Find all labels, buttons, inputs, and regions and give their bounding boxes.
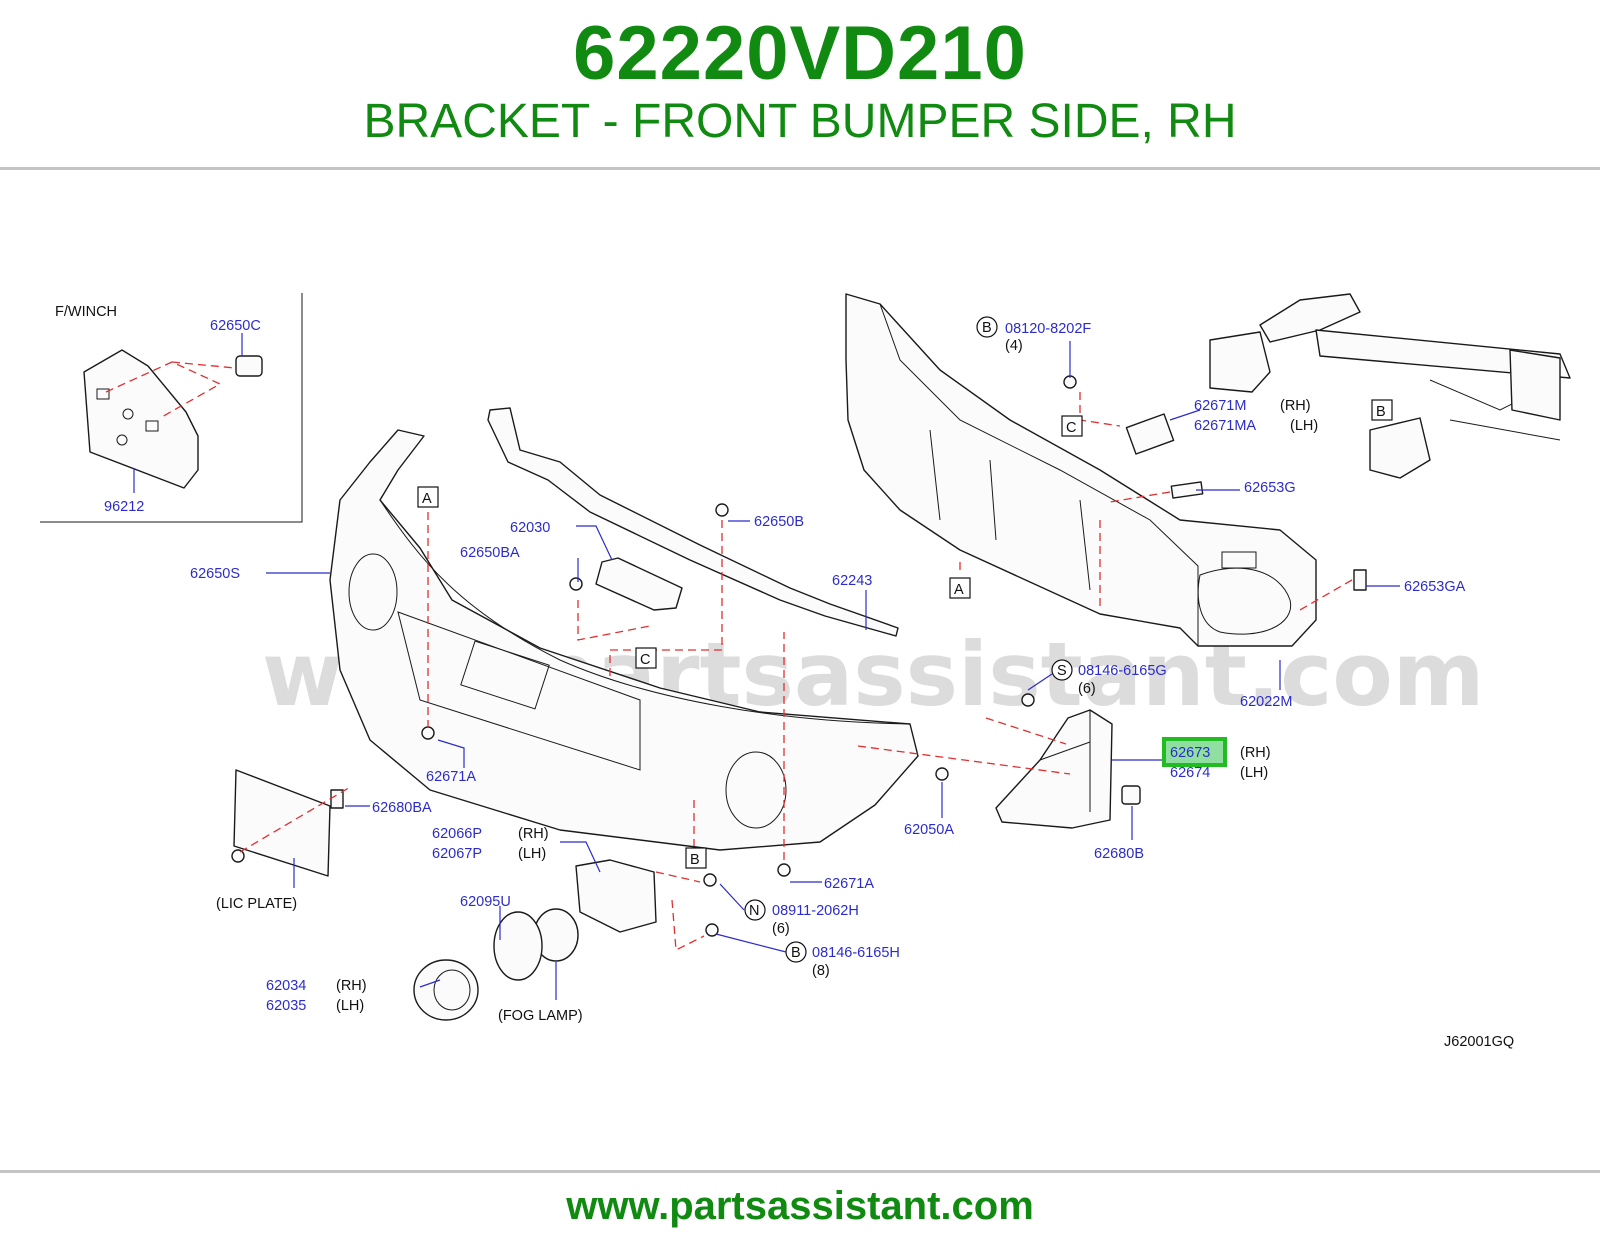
license-plate-shape xyxy=(233,769,331,877)
callout-62034[interactable]: 62034 xyxy=(266,978,306,994)
bracket-62030-shape xyxy=(595,557,683,611)
marker-A-1: A xyxy=(422,491,432,507)
callout-62650C[interactable]: 62650C xyxy=(210,318,261,334)
frame-bracket-left xyxy=(1209,331,1271,393)
footer-divider xyxy=(0,1170,1600,1173)
page-header: 62220VD210 BRACKET - FRONT BUMPER SIDE, … xyxy=(0,0,1600,170)
winch-inset: F/WINCH 62650C 96212 xyxy=(40,293,303,523)
callout-62671M[interactable]: 62671M xyxy=(1194,398,1246,414)
header-divider xyxy=(0,167,1600,170)
qty-08120: (4) xyxy=(1005,338,1023,354)
inset-title: F/WINCH xyxy=(55,304,117,320)
callout-08120-8202F[interactable]: 08120-8202F xyxy=(1005,321,1091,337)
fog-bezel-shape xyxy=(413,959,479,1021)
callout-08911-2062H[interactable]: 08911-2062H xyxy=(772,903,859,919)
side-lh-62671MA: (LH) xyxy=(1290,418,1318,434)
upper-retainer-shape xyxy=(487,407,899,637)
winch-plate-shape xyxy=(83,349,199,489)
winch-spacer-shape xyxy=(235,355,263,377)
side-rh-62066P: (RH) xyxy=(518,826,549,842)
callout-62680B[interactable]: 62680B xyxy=(1094,846,1144,862)
marker-C-1: C xyxy=(640,652,650,668)
fog-hole-left xyxy=(348,553,398,631)
bolts xyxy=(231,375,1077,937)
lower-grille xyxy=(397,611,641,771)
side-lh-62674: (LH) xyxy=(1240,765,1268,781)
bumper-fascia xyxy=(329,429,919,851)
marker-B-08120: B xyxy=(982,320,992,336)
side-rh-62673: (RH) xyxy=(1240,745,1271,761)
qty-08146H: (8) xyxy=(812,963,830,979)
callout-62650S[interactable]: 62650S xyxy=(190,566,240,582)
callout-62650BA[interactable]: 62650BA xyxy=(460,545,520,561)
side-bracket-62673-shape xyxy=(995,709,1113,829)
callout-62243[interactable]: 62243 xyxy=(832,573,872,589)
highlight-box-62673 xyxy=(1162,737,1227,767)
side-lh-62035: (LH) xyxy=(336,998,364,1014)
marker-S-08146G: S xyxy=(1057,663,1067,679)
callout-62095U[interactable]: 62095U xyxy=(460,894,511,910)
callout-62650B[interactable]: 62650B xyxy=(754,514,804,530)
fastener-markers: B S N B xyxy=(744,316,1073,963)
fog-bracket-shape xyxy=(575,859,657,933)
callout-62673[interactable]: 62673 xyxy=(1170,745,1210,761)
marker-N-08911: N xyxy=(749,903,759,919)
marker-B-1: B xyxy=(690,852,700,868)
callout-62680BA[interactable]: 62680BA xyxy=(372,800,432,816)
pad-62653G-shape xyxy=(1170,481,1204,499)
frame-bracket-right xyxy=(1369,417,1431,479)
callout-62671A-right[interactable]: 62671A xyxy=(824,876,874,892)
side-lh-62067P: (LH) xyxy=(518,846,546,862)
qty-08911: (6) xyxy=(772,921,790,937)
callout-62674[interactable]: 62674 xyxy=(1170,765,1210,781)
callout-62653G[interactable]: 62653G xyxy=(1244,480,1296,496)
callout-labels: 62650S 62650BA 62030 62650B 62243 62671A… xyxy=(190,321,1514,1050)
marker-A-2: A xyxy=(954,582,964,598)
fog-gasket-shape xyxy=(493,911,543,981)
pad-62653GA-shape xyxy=(1353,569,1367,591)
plate-mount xyxy=(460,640,550,710)
marker-B-2: B xyxy=(1376,404,1386,420)
callout-62067P[interactable]: 62067P xyxy=(432,846,482,862)
callout-96212[interactable]: 96212 xyxy=(104,499,144,515)
reinforcement-outline xyxy=(845,293,1317,647)
callout-08146-6165H[interactable]: 08146-6165H xyxy=(812,945,900,961)
note-fog-lamp: (FOG LAMP) xyxy=(498,1008,583,1024)
fascia-outline xyxy=(329,429,919,851)
callout-62671A-left[interactable]: 62671A xyxy=(426,769,476,785)
callout-62022M[interactable]: 62022M xyxy=(1240,694,1292,710)
callout-62671MA[interactable]: 62671MA xyxy=(1194,418,1256,434)
side-rh-62034: (RH) xyxy=(336,978,367,994)
callout-62066P[interactable]: 62066P xyxy=(432,826,482,842)
callout-62050A[interactable]: 62050A xyxy=(904,822,954,838)
qty-08146G: (6) xyxy=(1078,681,1096,697)
footer-url[interactable]: www.partsassistant.com xyxy=(566,1184,1034,1228)
callout-08146-6165G[interactable]: 08146-6165G xyxy=(1078,663,1167,679)
part-number-title: 62220VD210 xyxy=(573,11,1027,96)
diagram-code: J62001GQ xyxy=(1444,1034,1514,1050)
leader-lines xyxy=(266,341,1400,1000)
callout-62653GA[interactable]: 62653GA xyxy=(1404,579,1466,595)
clip-62680B-shape xyxy=(1121,785,1141,805)
frame-structure xyxy=(1209,293,1571,479)
inset-border xyxy=(40,293,303,523)
clip-62671M-shape xyxy=(1125,413,1175,455)
bumper-reinforcement xyxy=(845,293,1317,647)
marker-C-2: C xyxy=(1066,420,1076,436)
note-lic-plate: (LIC PLATE) xyxy=(216,896,297,912)
callout-62035[interactable]: 62035 xyxy=(266,998,306,1014)
marker-B-08146H: B xyxy=(791,945,801,961)
ref-markers: A A C C B B xyxy=(417,399,1393,869)
part-description: BRACKET - FRONT BUMPER SIDE, RH xyxy=(363,95,1237,148)
callout-62030[interactable]: 62030 xyxy=(510,520,550,536)
side-rh-62671M: (RH) xyxy=(1280,398,1311,414)
fog-hole-right xyxy=(725,751,787,829)
